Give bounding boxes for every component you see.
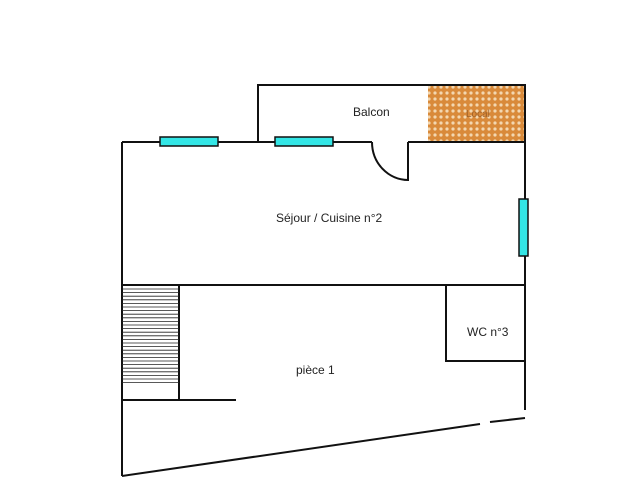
window-top-left	[159, 136, 219, 147]
room-label-wc: WC n°3	[467, 325, 509, 339]
door-swing	[371, 141, 409, 182]
bottom-wall	[121, 417, 526, 477]
room-label-sejour: Séjour / Cuisine n°2	[276, 211, 383, 225]
staircase	[122, 285, 236, 401]
window-right	[518, 198, 529, 257]
wc-walls	[445, 285, 525, 362]
room-label-local: Local	[466, 109, 490, 120]
local-hatched-area	[428, 85, 525, 142]
balcony-walls	[257, 84, 526, 142]
room-label-piece1: pièce 1	[296, 363, 335, 377]
window-top-middle	[274, 136, 334, 147]
room-label-balcon: Balcon	[353, 105, 390, 119]
